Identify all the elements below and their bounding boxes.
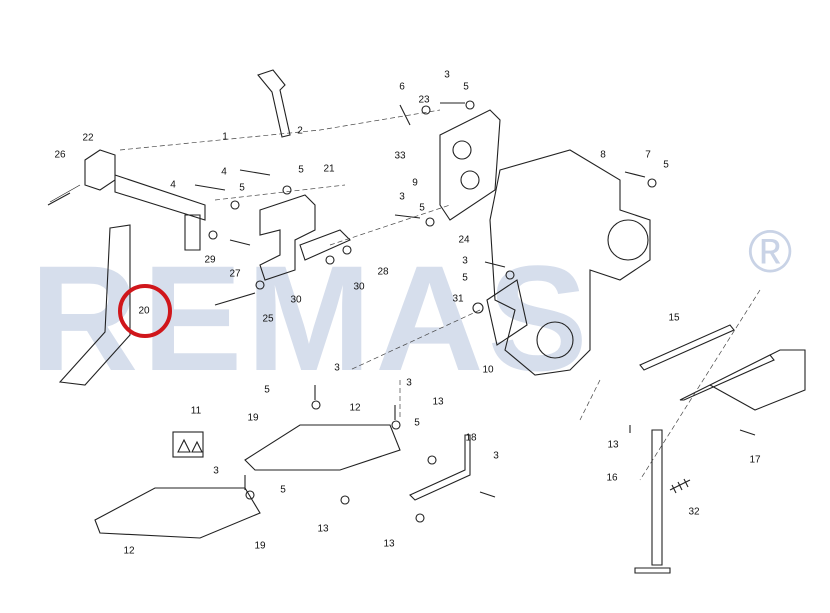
part-label-3: 3 — [406, 378, 412, 389]
part-label-4: 4 — [170, 180, 176, 191]
watermark-text: REMAS — [30, 234, 592, 402]
part-label-5: 5 — [280, 485, 286, 496]
part-label-11: 11 — [191, 406, 202, 417]
part-label-10: 10 — [482, 365, 494, 376]
part-label-21: 21 — [323, 164, 335, 175]
part-label-32: 32 — [688, 507, 700, 518]
part-label-2: 2 — [297, 126, 303, 137]
part-label-25: 25 — [262, 314, 274, 325]
part-label-13: 13 — [317, 524, 329, 535]
part-label-27: 27 — [229, 269, 241, 280]
part-label-23: 23 — [418, 95, 430, 106]
part-label-6: 6 — [399, 82, 405, 93]
part-label-5: 5 — [419, 203, 425, 214]
part-label-7: 7 — [645, 150, 651, 161]
part-label-24: 24 — [458, 235, 470, 246]
part-label-28: 28 — [377, 267, 389, 278]
highlight-circle — [118, 284, 172, 338]
parts-drawing — [47, 69, 806, 574]
part-label-5: 5 — [298, 165, 304, 176]
part-label-30: 30 — [290, 295, 302, 306]
part-label-19: 19 — [254, 541, 266, 552]
part-label-4: 4 — [221, 167, 227, 178]
part-label-3: 3 — [399, 192, 405, 203]
part-label-8: 8 — [600, 150, 606, 161]
part-label-3: 3 — [493, 451, 499, 462]
part-label-5: 5 — [462, 273, 468, 284]
part-label-16: 16 — [606, 473, 618, 484]
part-label-13: 13 — [383, 539, 395, 550]
part-label-17: 17 — [749, 455, 761, 466]
part-label-3: 3 — [444, 70, 450, 81]
part-label-26: 26 — [54, 150, 66, 161]
part-label-5: 5 — [463, 82, 469, 93]
part-label-5: 5 — [414, 418, 420, 429]
part-label-3: 3 — [334, 363, 340, 374]
part-label-1: 1 — [222, 132, 228, 143]
part-label-9: 9 — [412, 178, 418, 189]
part-label-13: 13 — [607, 440, 619, 451]
registered-mark: ® — [748, 218, 792, 285]
part-label-5: 5 — [663, 160, 669, 171]
part-label-19: 19 — [247, 413, 259, 424]
part-label-15: 15 — [668, 313, 680, 324]
part-label-20: 20 — [138, 306, 150, 317]
part-label-12: 12 — [123, 546, 135, 557]
part-label-22: 22 — [82, 133, 94, 144]
part-label-29: 29 — [204, 255, 216, 266]
part-label-5: 5 — [239, 183, 245, 194]
warning-decal-icon — [172, 431, 204, 458]
part-label-33: 33 — [394, 151, 406, 162]
part-label-31: 31 — [452, 294, 464, 305]
part-label-12: 12 — [349, 403, 361, 414]
part-label-18: 18 — [465, 433, 477, 444]
part-label-3: 3 — [462, 256, 468, 267]
part-label-5: 5 — [264, 385, 270, 396]
part-label-13: 13 — [432, 397, 444, 408]
fasteners — [47, 100, 756, 523]
part-label-3: 3 — [213, 466, 219, 477]
part-label-30: 30 — [353, 282, 365, 293]
